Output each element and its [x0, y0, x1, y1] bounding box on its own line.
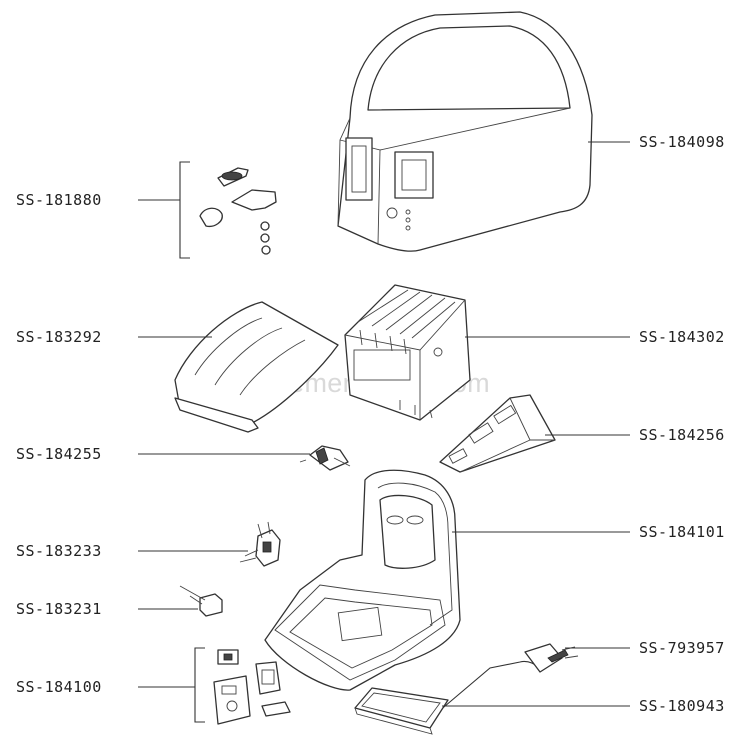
- label-housing: SS-184098: [639, 133, 725, 151]
- label-heating-element: SS-184302: [639, 328, 725, 346]
- base-drawing: [264, 469, 461, 691]
- heating-element-drawing: [344, 284, 471, 421]
- lever-knob-kit-drawing: [199, 167, 277, 255]
- label-base: SS-184101: [639, 523, 725, 541]
- label-lever-kit: SS-181880: [16, 191, 102, 209]
- crumb-tray-drawing: [354, 687, 449, 735]
- label-control-board-kit: SS-184100: [16, 678, 102, 696]
- housing-drawing: [337, 11, 593, 252]
- power-cord-drawing: [437, 643, 579, 713]
- label-thermostat: SS-183233: [16, 542, 102, 560]
- label-crumb-tray: SS-180943: [639, 697, 725, 715]
- label-power-cord: SS-793957: [639, 639, 725, 657]
- bracket-lever-kit: [179, 161, 190, 259]
- element-bracket-drawing: [439, 394, 556, 473]
- solenoid-drawing: [179, 585, 223, 617]
- thermostat-drawing: [239, 521, 281, 567]
- label-solenoid: SS-183231: [16, 600, 102, 618]
- label-small-switch: SS-184255: [16, 445, 102, 463]
- label-element-bracket: SS-184256: [639, 426, 725, 444]
- control-board-kit-drawing: [213, 649, 291, 725]
- bracket-control-board-kit: [194, 647, 205, 723]
- label-crumb-lid: SS-183292: [16, 328, 102, 346]
- small-switch-drawing: [299, 445, 351, 471]
- crumb-lid-drawing: [174, 301, 339, 433]
